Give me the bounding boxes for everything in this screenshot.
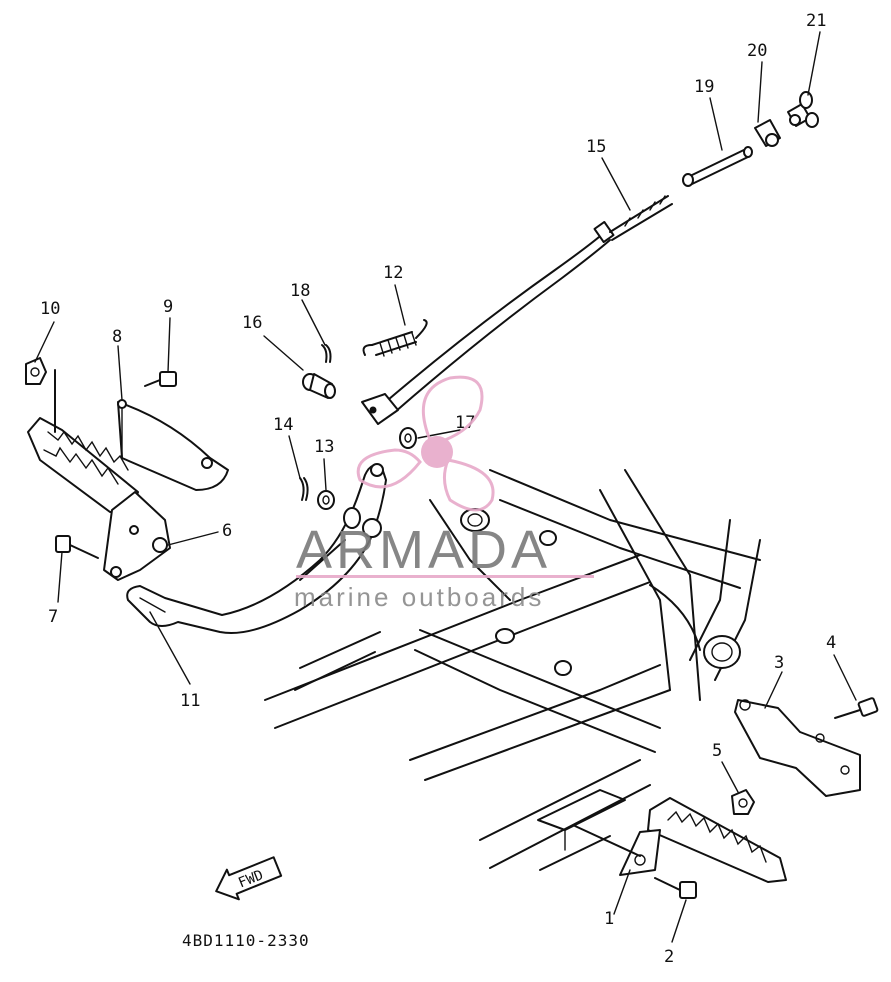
cotter-pin-18 (321, 344, 332, 363)
cotter-pin-14 (299, 477, 309, 501)
bolt-7 (55, 535, 99, 559)
forward-direction-arrow: FWD (215, 856, 283, 901)
spring-12 (362, 319, 428, 357)
callout-9: 9 (163, 297, 173, 317)
drawing-code: 4BD1110-2330 (182, 931, 310, 950)
callout-18: 18 (290, 281, 310, 301)
callout-3: 3 (774, 653, 784, 673)
bolt-9 (144, 371, 177, 387)
callout-10: 10 (40, 299, 60, 319)
callout-20: 20 (747, 41, 767, 61)
callout-4: 4 (826, 633, 836, 653)
armada-watermark: ARMADA marine outboards (294, 375, 594, 612)
brake-cable-15 (381, 146, 753, 413)
wing-nut-21 (787, 91, 819, 128)
nut-5 (731, 789, 755, 815)
brake-pedal-11 (126, 463, 387, 691)
propeller-logo-icon (356, 375, 495, 512)
callout-14: 14 (273, 415, 293, 435)
pin-16 (302, 373, 336, 399)
watermark-brand: ARMADA (296, 520, 551, 580)
bracket-6 (103, 491, 171, 581)
callout-15: 15 (586, 137, 606, 157)
cover-8 (117, 399, 229, 491)
bracket-3 (734, 699, 861, 797)
callout-7: 7 (48, 607, 58, 627)
frame-assembly (264, 469, 761, 871)
right-footrest (574, 797, 787, 883)
callout-11: 11 (180, 691, 200, 711)
callout-16: 16 (242, 313, 262, 333)
callout-13: 13 (314, 437, 334, 457)
bolt-4 (834, 697, 879, 719)
nut-10 (25, 357, 47, 385)
bolt-2 (654, 877, 697, 899)
callout-12: 12 (383, 263, 403, 283)
callout-19: 19 (694, 77, 714, 97)
leader-lines (34, 31, 857, 943)
callout-1: 1 (604, 909, 614, 929)
cable-clevis (361, 393, 399, 425)
callout-5: 5 (712, 741, 722, 761)
washer-17 (399, 427, 417, 449)
callout-2: 2 (664, 947, 674, 967)
watermark-tagline: marine outboards (294, 582, 544, 612)
callout-labels: 1 2 3 4 5 6 7 8 9 10 11 12 13 14 15 16 1… (40, 11, 836, 967)
callout-21: 21 (806, 11, 826, 31)
joint-20 (754, 119, 781, 147)
washer-13 (317, 490, 335, 510)
callout-8: 8 (112, 327, 122, 347)
callout-17: 17 (455, 413, 475, 433)
callout-6: 6 (222, 521, 232, 541)
